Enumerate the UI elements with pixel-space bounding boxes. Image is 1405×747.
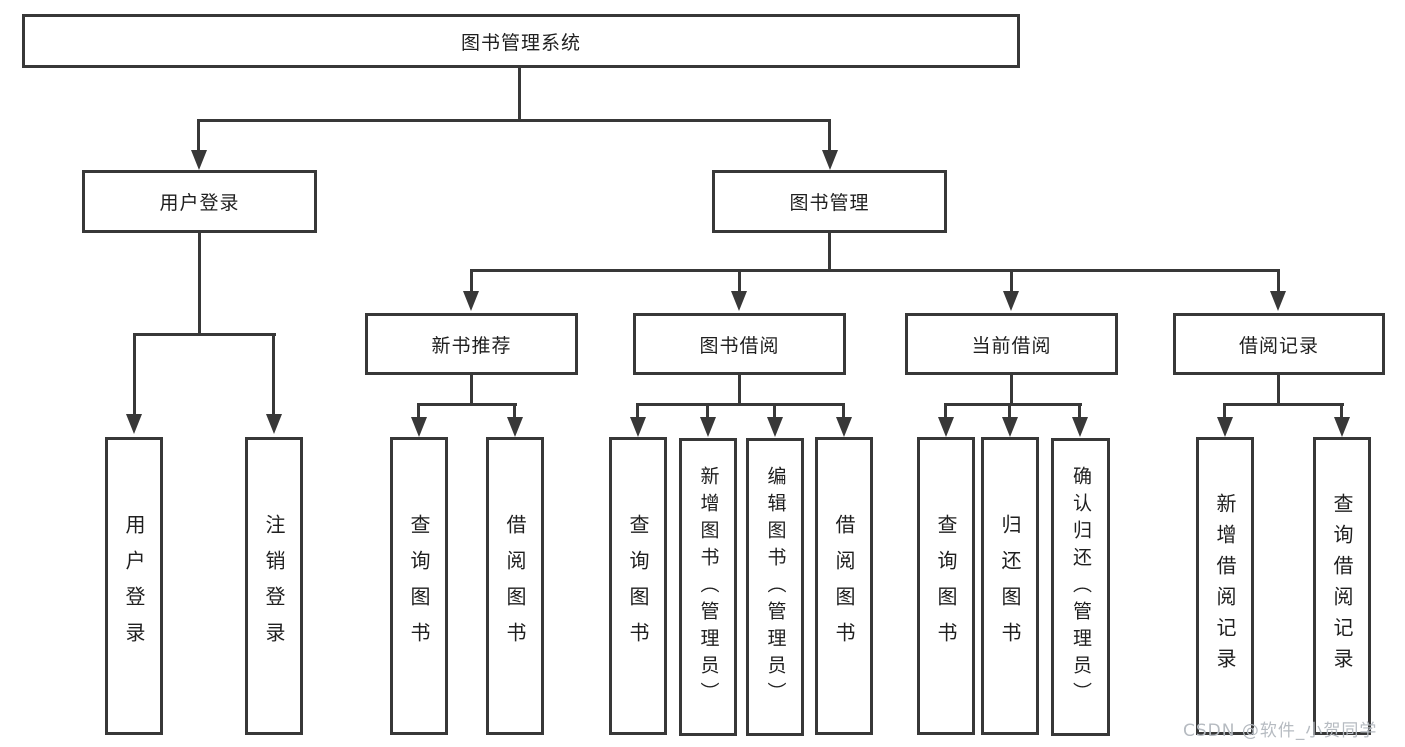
arrow-down-icon	[1002, 417, 1018, 437]
arrow-down-icon	[1217, 417, 1233, 437]
leaf-query-books: 查询图书	[917, 437, 975, 735]
connector-line	[944, 403, 947, 419]
connector-line	[706, 403, 709, 419]
arrow-down-icon	[507, 417, 523, 437]
connector-line	[1277, 269, 1280, 292]
node-label: 图书借阅	[699, 334, 780, 357]
connector-line	[1340, 403, 1343, 419]
leaf-label: 借阅图书	[832, 514, 856, 658]
connector-line	[828, 119, 831, 152]
node-user-login: 用户登录	[82, 170, 317, 233]
connector-line	[1277, 375, 1280, 406]
arrow-down-icon	[411, 417, 427, 437]
connector-line	[272, 333, 275, 416]
connector-line	[133, 333, 276, 336]
leaf-label: 新增图书（管理员）	[697, 465, 720, 709]
connector-line	[1223, 403, 1226, 419]
node-new-book-recommend: 新书推荐	[365, 313, 578, 375]
arrow-down-icon	[1003, 291, 1019, 311]
arrow-down-icon	[731, 291, 747, 311]
node-library-management-system: 图书管理系统	[22, 14, 1020, 68]
leaf-label: 编辑图书（管理员）	[764, 465, 787, 709]
node-label: 当前借阅	[971, 334, 1052, 357]
leaf-user-login: 用户登录	[105, 437, 163, 735]
arrow-down-icon	[1072, 417, 1088, 437]
leaf-label: 新增借阅记录	[1213, 493, 1237, 679]
leaf-return-books: 归还图书	[981, 437, 1039, 735]
leaf-confirm-return-admin: 确认归还（管理员）	[1051, 438, 1110, 736]
connector-line	[636, 403, 845, 406]
arrow-down-icon	[938, 417, 954, 437]
leaf-label: 借阅图书	[503, 514, 527, 658]
arrow-down-icon	[463, 291, 479, 311]
leaf-label: 用户登录	[122, 514, 146, 658]
arrow-down-icon	[836, 417, 852, 437]
leaf-logout-login: 注销登录	[245, 437, 303, 735]
connector-line	[944, 403, 1082, 406]
connector-line	[828, 233, 831, 272]
node-current-borrowing: 当前借阅	[905, 313, 1118, 375]
connector-line	[417, 403, 420, 419]
leaf-label: 查询图书	[407, 514, 431, 658]
csdn-watermark: CSDN @软件_小贺同学	[1183, 721, 1378, 741]
arrow-down-icon	[266, 414, 282, 434]
node-label: 图书管理	[789, 192, 870, 214]
node-label: 借阅记录	[1238, 334, 1319, 357]
leaf-borrow-books: 借阅图书	[815, 437, 873, 735]
leaf-query-books: 查询图书	[390, 437, 448, 735]
connector-line	[773, 403, 776, 419]
node-label: 新书推荐	[431, 334, 512, 357]
node-book-management: 图书管理	[712, 170, 947, 233]
connector-line	[1223, 403, 1344, 406]
node-label: 图书管理系统	[460, 31, 581, 54]
connector-line	[842, 403, 845, 419]
leaf-label: 确认归还（管理员）	[1070, 465, 1092, 709]
leaf-label: 查询图书	[934, 514, 958, 658]
leaf-label: 归还图书	[998, 514, 1022, 658]
connector-line	[197, 119, 831, 122]
leaf-query-borrow-record: 查询借阅记录	[1313, 437, 1371, 735]
node-borrowing-records: 借阅记录	[1173, 313, 1385, 375]
connector-line	[470, 269, 473, 292]
arrow-down-icon	[700, 417, 716, 437]
connector-line	[198, 233, 201, 336]
arrow-down-icon	[630, 417, 646, 437]
arrow-down-icon	[126, 414, 142, 434]
connector-line	[417, 403, 517, 406]
connector-line	[513, 403, 516, 419]
connector-line	[1078, 403, 1081, 419]
leaf-edit-books-admin: 编辑图书（管理员）	[746, 438, 804, 736]
connector-line	[1010, 269, 1013, 292]
leaf-add-borrow-record: 新增借阅记录	[1196, 437, 1254, 735]
connector-line	[738, 269, 741, 292]
leaf-label: 注销登录	[262, 514, 286, 658]
arrow-down-icon	[191, 150, 207, 170]
node-book-borrowing: 图书借阅	[633, 313, 846, 375]
connector-line	[197, 119, 200, 152]
connector-line	[470, 269, 1280, 272]
leaf-borrow-books: 借阅图书	[486, 437, 544, 735]
connector-line	[470, 375, 473, 406]
leaf-add-books-admin: 新增图书（管理员）	[679, 438, 737, 736]
connector-line	[1010, 375, 1013, 406]
leaf-query-books: 查询图书	[609, 437, 667, 735]
connector-line	[518, 68, 521, 121]
arrow-down-icon	[767, 417, 783, 437]
arrow-down-icon	[822, 150, 838, 170]
connector-line	[133, 333, 136, 416]
node-label: 用户登录	[159, 192, 240, 214]
arrow-down-icon	[1334, 417, 1350, 437]
leaf-label: 查询图书	[626, 514, 650, 658]
arrow-down-icon	[1270, 291, 1286, 311]
connector-line	[636, 403, 639, 419]
connector-line	[1008, 403, 1011, 419]
leaf-label: 查询借阅记录	[1330, 493, 1354, 679]
connector-line	[738, 375, 741, 406]
